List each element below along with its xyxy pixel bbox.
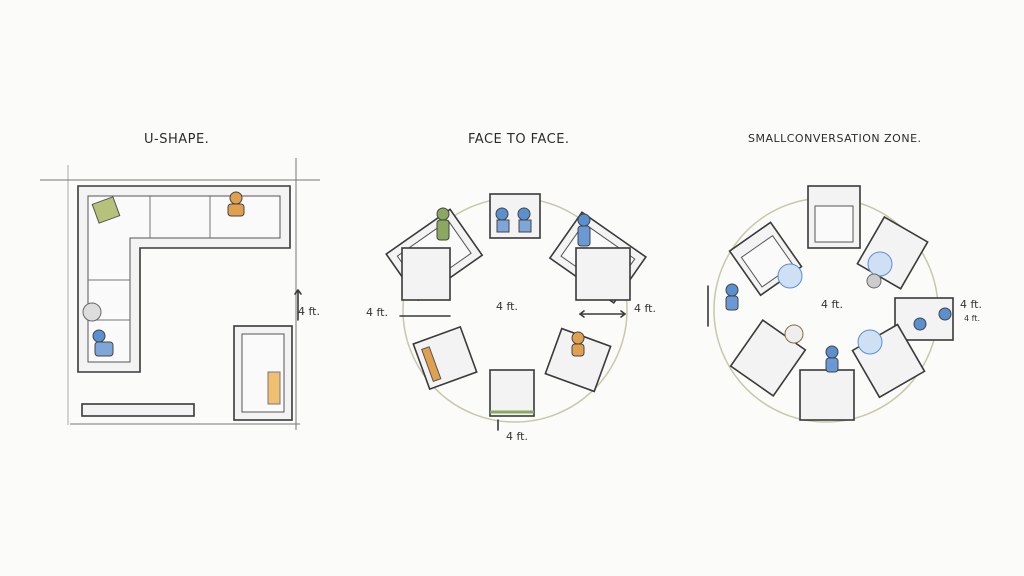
conversation-zone-dimension-right: 4 ft. (960, 298, 982, 311)
chair (544, 327, 612, 393)
small-conversation-zone-title: SMALLCONVERSATION ZONE. (748, 132, 922, 145)
left-chaise (401, 247, 451, 301)
person-figure (436, 207, 450, 241)
chair (412, 325, 478, 391)
face-to-face-layout (385, 193, 648, 431)
u-shape-dimension-label: 4 ft. (298, 305, 320, 318)
person-figure (92, 329, 114, 357)
person-figure (495, 207, 510, 233)
person-figure (517, 207, 532, 233)
face-to-face-dimension-left: 4 ft. (366, 306, 388, 319)
conversation-zone-dimension-small: 4 ft. (964, 314, 980, 323)
u-shape-layout (40, 158, 320, 430)
bench (81, 403, 195, 417)
person-figure (725, 283, 739, 311)
small-conversation-zone-layout (707, 185, 954, 423)
right-chaise (575, 247, 631, 301)
person-figure (571, 331, 585, 357)
face-to-face-dimension-bottom: 4 ft. (506, 430, 528, 443)
face-to-face-title: FACE TO FACE. (468, 132, 570, 147)
person-figure (913, 307, 952, 331)
u-shape-title: U-SHAPE. (144, 132, 210, 147)
chair (489, 369, 535, 417)
armchair (233, 325, 293, 421)
conversation-zone-dimension-center: 4 ft. (821, 298, 843, 311)
person-figure (577, 213, 591, 247)
face-to-face-dimension-right: 4 ft. (634, 302, 656, 315)
face-to-face-dimension-center: 4 ft. (496, 300, 518, 313)
person-figure (825, 345, 839, 373)
person-figure (227, 191, 245, 217)
chair (799, 369, 855, 421)
